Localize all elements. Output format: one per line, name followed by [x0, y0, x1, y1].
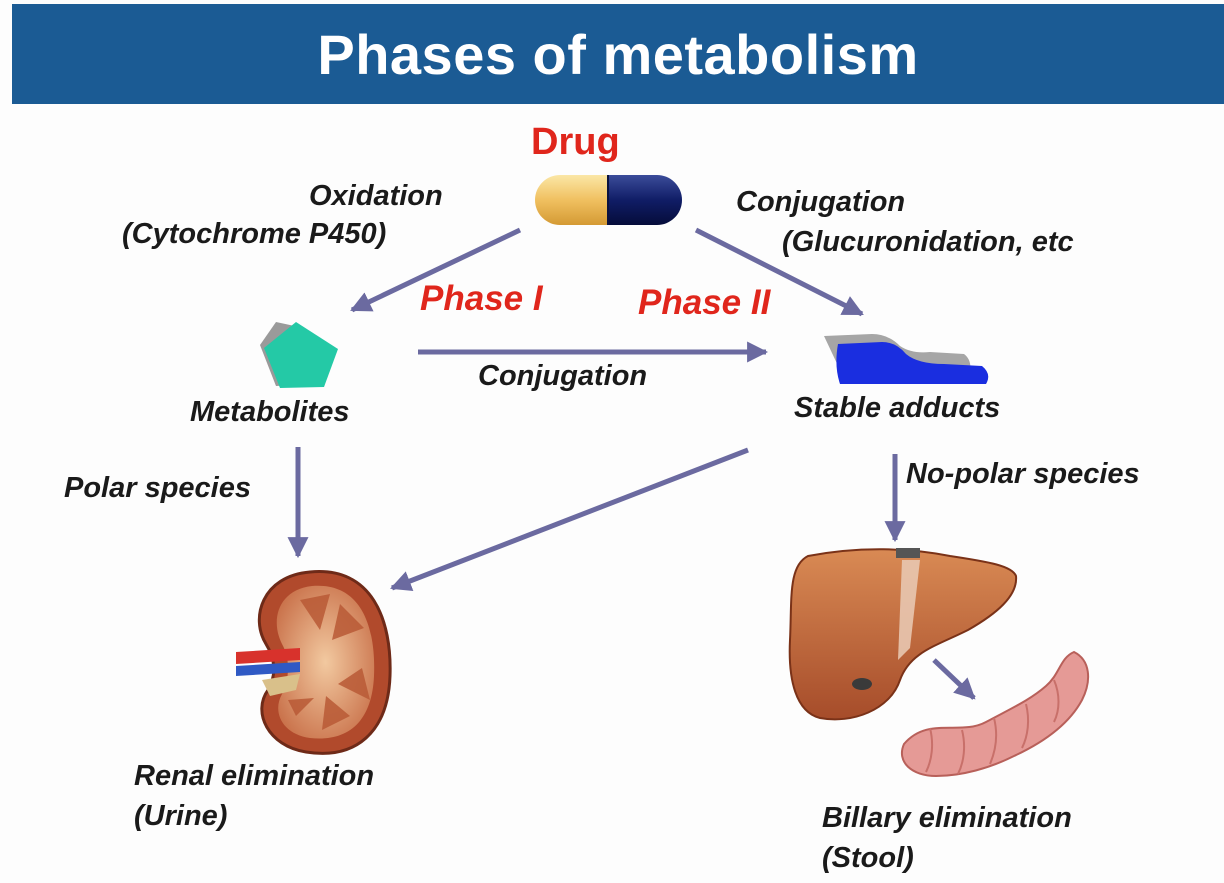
stool-label: (Stool)	[822, 842, 914, 874]
polar-species-label: Polar species	[64, 472, 251, 504]
nonpolar-species-label: No-polar species	[906, 458, 1140, 490]
page-title: Phases of metabolism	[317, 22, 919, 86]
phase-1-label: Phase I	[420, 279, 543, 318]
glucuronidation-label: (Glucuronidation, etc	[782, 226, 1074, 258]
intestine-icon	[901, 650, 1090, 778]
drug-label: Drug	[531, 121, 620, 163]
oxidation-label: Oxidation	[309, 180, 443, 212]
metabolites-label: Metabolites	[190, 396, 350, 428]
phase-2-label: Phase II	[638, 283, 771, 322]
liver-icon	[788, 548, 1018, 721]
arrow-drug-to-metabolites	[350, 227, 522, 313]
arrow-liver-to-intestine	[932, 658, 976, 700]
arrow-adducts-to-kidney	[390, 447, 749, 591]
kidney-icon	[236, 570, 392, 755]
cytochrome-label: (Cytochrome P450)	[122, 218, 387, 250]
urine-label: (Urine)	[134, 800, 228, 832]
stable-adducts-label: Stable adducts	[794, 392, 1001, 424]
adduct-shape-icon	[824, 334, 989, 384]
arrows	[287, 227, 976, 700]
metabolite-pentagon-icon	[260, 322, 338, 388]
biliary-elimination-label: Billary elimination	[822, 802, 1072, 834]
renal-elimination-label: Renal elimination	[134, 760, 375, 792]
title-banner: Phases of metabolism	[12, 4, 1224, 104]
capsule-icon	[535, 175, 682, 225]
conjugation-middle-label: Conjugation	[478, 360, 648, 392]
arrow-drug-to-adducts	[694, 227, 864, 317]
conjugation-top-label: Conjugation	[736, 186, 906, 218]
